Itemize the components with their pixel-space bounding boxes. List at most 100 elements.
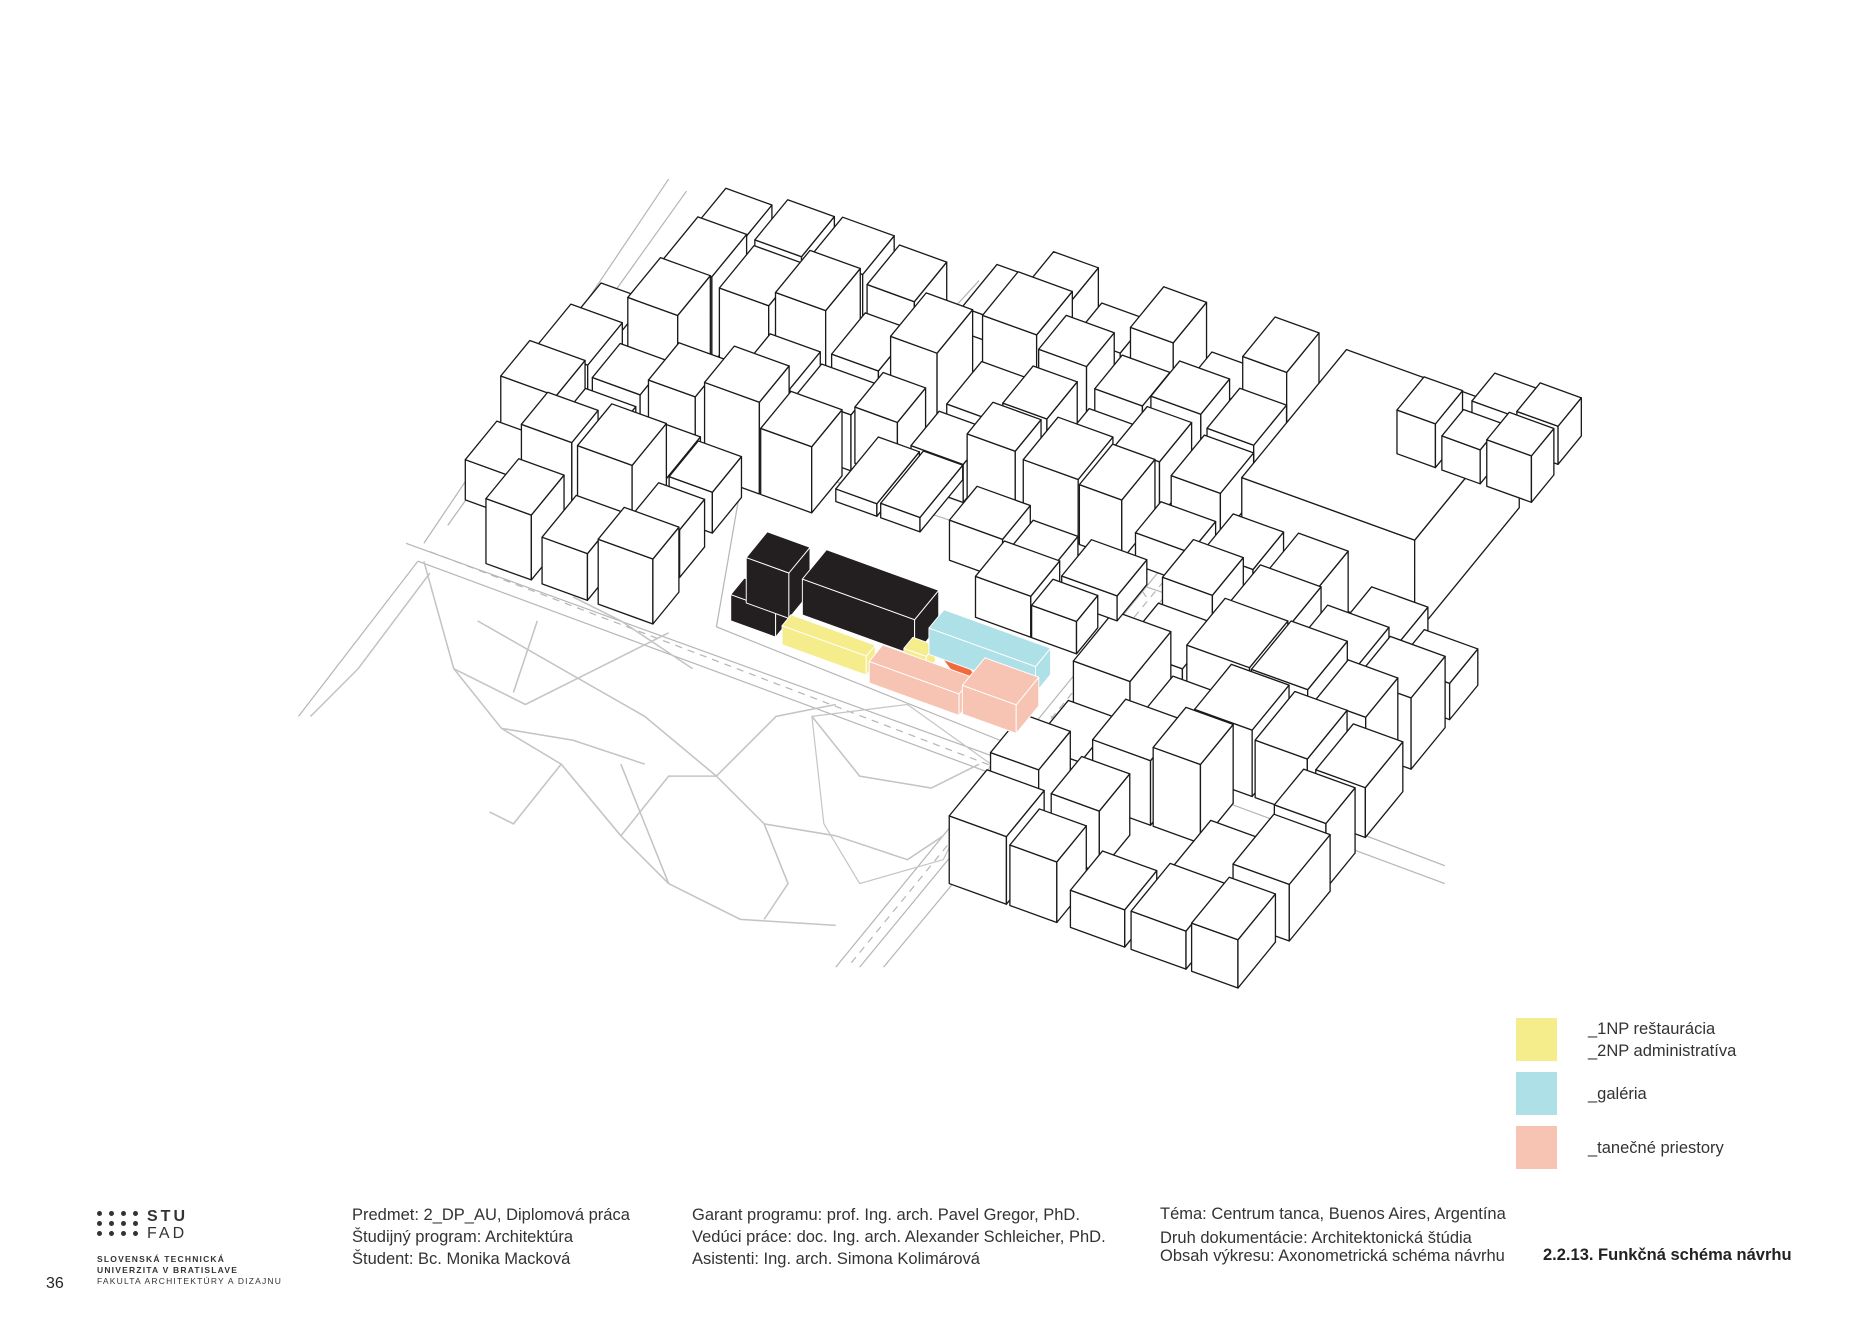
- park-paths: [309, 560, 992, 927]
- context-buildings: [464, 187, 1582, 989]
- building-roof: [1061, 539, 1148, 597]
- building-roof: [1186, 597, 1289, 669]
- legend-swatch-blue: [1516, 1072, 1557, 1115]
- footer-line: Študent: Bc. Monika Macková: [352, 1250, 571, 1268]
- park-path: [501, 727, 646, 765]
- building-roof: [1232, 813, 1331, 886]
- building-roof: [1486, 411, 1555, 457]
- building-roof: [1050, 755, 1131, 812]
- stu-fad-logo: STU FAD SLOVENSKÁ TECHNICKÁ UNIVERZITA V…: [97, 1208, 282, 1287]
- street-edge: [417, 560, 1016, 783]
- building-roof: [866, 244, 948, 303]
- street-edge: [716, 626, 1016, 747]
- legend-item-gallery: _galéria: [1516, 1072, 1647, 1115]
- building-roof: [1206, 387, 1288, 446]
- building-roof: [1250, 620, 1348, 691]
- page-number: 36: [46, 1275, 64, 1292]
- building-roof: [1150, 360, 1231, 415]
- legend-label: _1NP reštaurácia: [1588, 1020, 1716, 1038]
- building-roof: [1022, 416, 1114, 481]
- park-path: [835, 835, 944, 861]
- building-roof: [1193, 663, 1290, 731]
- logo-stu: STU: [147, 1208, 188, 1225]
- building-roof: [1002, 365, 1078, 420]
- building-roof: [1129, 286, 1208, 344]
- footer-course-info: Predmet: 2_DP_AU, Diplomová práca Študij…: [352, 1204, 630, 1270]
- building-roof: [835, 436, 921, 505]
- building-roof: [760, 390, 843, 448]
- building-roof: [1315, 659, 1399, 718]
- park-path: [423, 560, 836, 927]
- building-roof: [1038, 314, 1115, 368]
- footer-line: Vedúci práce: doc. Ing. arch. Alexander …: [692, 1228, 1106, 1246]
- context-building: [1190, 876, 1277, 989]
- logo-line: UNIVERZITA V BRATISLAVE: [97, 1265, 239, 1275]
- park-path: [309, 572, 431, 717]
- building-roof: [1152, 706, 1234, 766]
- logo-line: SLOVENSKÁ TECHNICKÁ: [97, 1254, 226, 1264]
- park-path: [811, 715, 980, 789]
- building-roof: [948, 769, 1045, 838]
- building-roof: [966, 401, 1042, 452]
- building-roof: [961, 657, 1040, 706]
- building-roof: [889, 292, 974, 354]
- legend-item-restaurant-admin: _1NP reštaurácia _2NP administratíva: [1516, 1018, 1736, 1062]
- context-building: [1152, 706, 1234, 844]
- building-roof: [974, 540, 1061, 597]
- building-roof: [854, 371, 927, 424]
- building-roof: [981, 271, 1073, 336]
- legend-label: _2NP administratíva: [1588, 1042, 1737, 1060]
- street-edge: [298, 560, 419, 717]
- footer-line: Garant programu: prof. Ing. arch. Pavel …: [692, 1206, 1080, 1224]
- building-roof: [1396, 376, 1464, 425]
- legend-label: _galéria: [1588, 1085, 1647, 1103]
- context-building: [1486, 411, 1555, 503]
- context-building: [597, 506, 680, 625]
- legend-swatch-yellow: [1516, 1018, 1557, 1061]
- building-roof: [1072, 610, 1172, 683]
- pink-dance-spaces-east: [961, 657, 1040, 734]
- context-building: [541, 494, 623, 601]
- building-roof: [1190, 876, 1277, 941]
- context-building: [974, 540, 1061, 638]
- building-roof: [880, 450, 964, 519]
- building-roof: [627, 257, 711, 317]
- building-roof: [1069, 850, 1158, 911]
- park-path: [572, 596, 693, 670]
- building-roof: [754, 199, 836, 258]
- building-roof: [520, 391, 599, 444]
- park-plaza-outline: [811, 703, 992, 885]
- dark-building-west-high: [745, 531, 811, 619]
- building-roof: [1254, 690, 1348, 760]
- logo-fad: FAD: [147, 1225, 188, 1242]
- project-buildings: [730, 531, 1052, 734]
- building-roof: [928, 609, 1052, 668]
- street-centerline: [429, 551, 1004, 771]
- park-path: [620, 775, 836, 837]
- park-path: [763, 823, 789, 920]
- building-roof: [1030, 578, 1099, 623]
- building-roof: [1161, 538, 1244, 596]
- park-path: [477, 620, 717, 777]
- park-path: [620, 763, 670, 884]
- footer-line: Študijný program: Architektúra: [352, 1228, 574, 1246]
- footer-line: Predmet: 2_DP_AU, Diplomová práca: [352, 1206, 630, 1224]
- park-path: [489, 763, 562, 825]
- street-edge: [715, 489, 741, 627]
- legend-item-dance-spaces: _tanečné priestory: [1516, 1126, 1724, 1169]
- legend-swatch-pink: [1516, 1126, 1557, 1169]
- building-roof: [1273, 768, 1356, 825]
- building-roof: [745, 531, 811, 574]
- park-path: [453, 632, 669, 706]
- building-roof: [500, 339, 586, 397]
- building-roof: [1078, 443, 1156, 501]
- context-building: [1009, 808, 1087, 924]
- building-roof: [1242, 316, 1320, 374]
- building-roof: [703, 345, 790, 403]
- building-roof: [1009, 808, 1087, 863]
- context-building: [485, 458, 565, 581]
- footer-line: Asistenti: Ing. arch. Simona Kolimárová: [692, 1250, 980, 1268]
- context-building: [1030, 578, 1099, 655]
- footer-line: Druh dokumentácie: Architektonická štúdi…: [1160, 1229, 1472, 1247]
